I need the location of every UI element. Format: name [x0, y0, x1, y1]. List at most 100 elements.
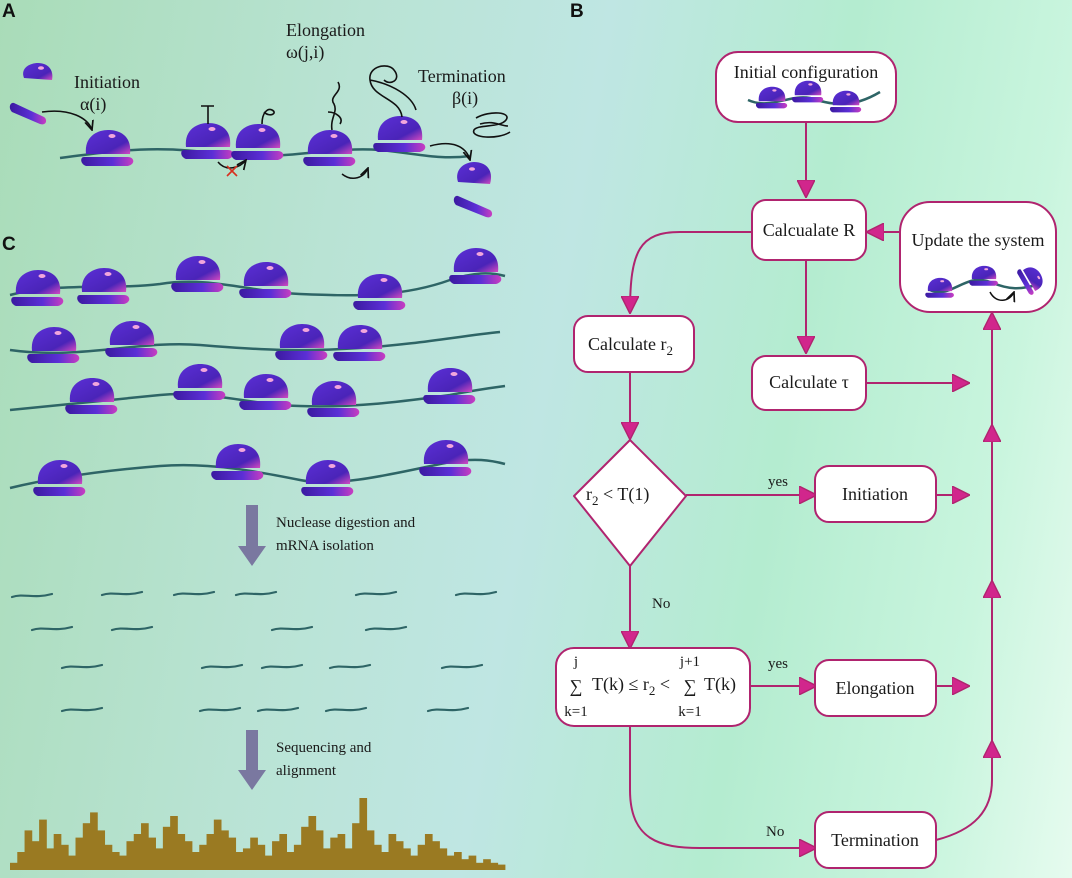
calculate-tau-box: [751, 355, 867, 411]
step2-label-line2: alignment: [276, 763, 337, 779]
nascent-chain: [327, 81, 342, 131]
histogram-bar: [177, 834, 186, 870]
histogram-bar: [24, 830, 33, 870]
elongation-condition-right: T(k): [704, 674, 736, 695]
ribosome: [275, 324, 328, 360]
histogram-bar: [301, 826, 309, 870]
calculate-r2-label: Calculate r2: [588, 334, 673, 358]
svg-text:k=1: k=1: [678, 704, 701, 720]
ribosome: [231, 124, 284, 160]
mrna-strand: [59, 147, 471, 160]
histogram-bar: [315, 830, 324, 870]
initial-configuration-label: Initial configuration: [734, 62, 878, 82]
released-protein: [473, 112, 511, 138]
termination-box: [814, 811, 937, 869]
nascent-chain: [201, 105, 214, 124]
read-density-histogram: [10, 798, 506, 870]
panel-label-a: A: [2, 1, 16, 22]
calculate-r2-box: [573, 315, 695, 373]
ribosome: [65, 378, 118, 414]
histogram-bar: [344, 848, 353, 870]
histogram-bar: [279, 834, 288, 870]
histogram-bar: [257, 844, 266, 870]
yes-label: yes: [768, 474, 788, 490]
svg-text:j+1: j+1: [679, 654, 700, 670]
histogram-bar: [68, 855, 76, 870]
elongation-box-label: Elongation: [836, 678, 915, 698]
panel-a: Initiation α(i) Elongation ω(j,i) Termin…: [9, 20, 511, 218]
histogram-bar: [39, 819, 47, 870]
histogram-bar: [461, 859, 469, 870]
histogram-bar: [206, 834, 215, 870]
ribosome: [419, 440, 472, 476]
histogram-bar: [468, 855, 477, 870]
histogram-bar: [104, 844, 113, 870]
histogram-bar: [75, 837, 84, 870]
histogram-bar: [490, 862, 499, 870]
ribosome: [211, 444, 264, 480]
histogram-bar: [424, 834, 433, 870]
initiation-rate: α(i): [80, 94, 106, 115]
ribosome: [239, 374, 292, 410]
panel-b-flowchart: Initial configuration Calcualate R Updat…: [555, 51, 1057, 869]
ribosome: [105, 321, 158, 357]
histogram-bar: [323, 848, 331, 870]
elongation-label: Elongation: [286, 20, 365, 40]
histogram-bar: [184, 841, 193, 870]
histogram-bar: [31, 841, 40, 870]
elongation-rate: ω(j,i): [286, 42, 324, 63]
histogram-bar: [213, 819, 222, 870]
histogram-bar: [82, 823, 91, 870]
ribosome: [449, 248, 502, 284]
mrna-fragments: [10, 590, 498, 713]
termination-label: Termination: [418, 66, 506, 86]
histogram-bar: [432, 841, 440, 870]
histogram-bar: [308, 816, 317, 870]
histogram-bar: [388, 834, 397, 870]
histogram-bar: [381, 852, 389, 870]
histogram-bar: [119, 855, 127, 870]
termination-arrow: [429, 142, 470, 160]
histogram-bar: [293, 844, 302, 870]
histogram-bar: [475, 862, 484, 870]
svg-text:k=1: k=1: [564, 704, 587, 720]
calculate-r-label: Calcualate R: [763, 220, 855, 240]
histogram-bar: [483, 859, 491, 870]
update-system-box: [899, 201, 1057, 313]
elongation-condition-left: T(k) ≤ r2 <: [592, 674, 670, 698]
histogram-bar: [417, 844, 426, 870]
initiation-label: Initiation: [74, 72, 140, 92]
ribosome: [11, 270, 64, 306]
histogram-bar: [439, 848, 448, 870]
flow-arrow: [629, 726, 815, 848]
termination-rate: β(i): [452, 88, 478, 109]
histogram-bar: [148, 837, 156, 870]
ribosome: [81, 130, 134, 166]
histogram-bar: [497, 864, 506, 870]
ribosome: [173, 364, 226, 400]
histogram-bar: [191, 852, 200, 870]
initiation-arrow: [41, 110, 92, 130]
ribosome: [171, 256, 224, 292]
histogram-bar: [155, 848, 164, 870]
panel-c: Nuclease digestion and mRNA isolation: [9, 248, 506, 870]
yes-label: yes: [768, 656, 788, 672]
histogram-bar: [395, 841, 404, 870]
histogram-bar: [366, 830, 375, 870]
svg-text:j: j: [573, 654, 578, 670]
calculate-tau-label: Calculate τ: [769, 372, 849, 392]
histogram-bar: [337, 834, 346, 870]
histogram-bar: [17, 852, 25, 870]
elongation-hop-arrow: [341, 168, 368, 179]
histogram-bar: [410, 855, 419, 870]
histogram-bar: [446, 855, 455, 870]
blocked-hop-arrow: [217, 160, 246, 168]
histogram-bar: [90, 812, 98, 870]
elongation-box: [814, 659, 937, 717]
ribosome: [373, 116, 426, 152]
small-subunit-free: [9, 102, 47, 125]
histogram-bar: [352, 823, 360, 870]
histogram-bar: [141, 823, 149, 870]
sigma-symbol: ∑: [570, 676, 583, 696]
mrna-strand: [9, 330, 501, 355]
